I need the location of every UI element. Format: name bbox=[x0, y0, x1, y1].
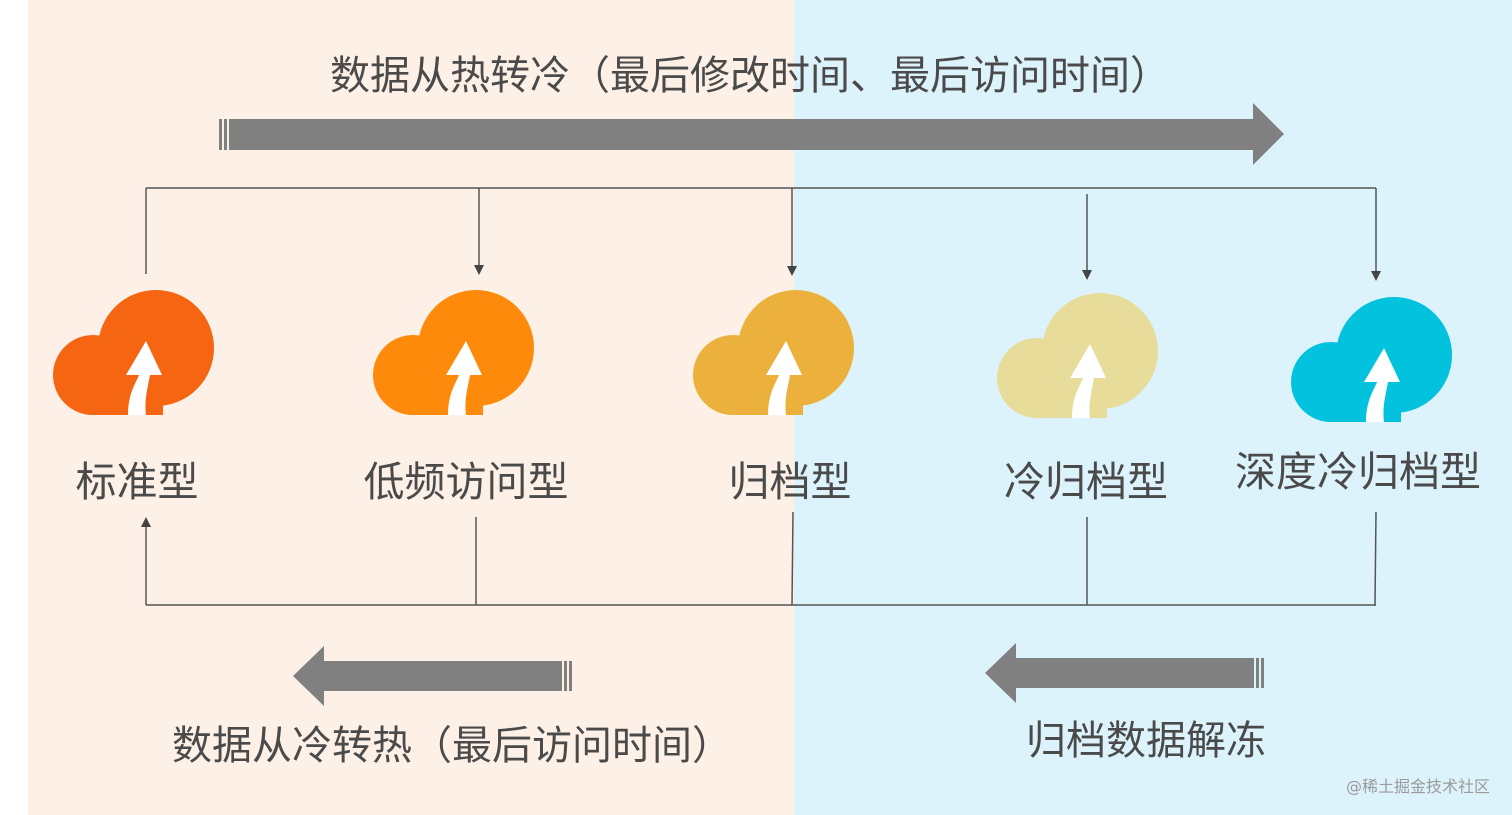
hot-to-cold-caption: 数据从热转冷（最后修改时间、最后访问时间） bbox=[330, 53, 1170, 99]
tier-label-archive: 归档型 bbox=[728, 458, 852, 506]
cloud-upload-icon bbox=[997, 293, 1158, 418]
hot-to-cold-arrow bbox=[219, 103, 1284, 165]
tier-label-cold-archive: 冷归档型 bbox=[1004, 458, 1168, 506]
cold-to-hot-arrow bbox=[293, 646, 572, 706]
thaw-caption: 归档数据解冻 bbox=[1026, 718, 1266, 764]
bottom-connectors bbox=[141, 511, 1377, 606]
cloud-upload-icon bbox=[693, 290, 854, 415]
cloud-upload-icon bbox=[53, 290, 214, 415]
tier-label-standard: 标准型 bbox=[75, 458, 199, 506]
top-connectors bbox=[145, 187, 1381, 281]
cloud-upload-icon bbox=[1291, 297, 1452, 422]
cloud-upload-icon bbox=[373, 290, 534, 415]
tier-label-infrequent: 低频访问型 bbox=[363, 458, 569, 506]
tier-label-deep-cold-archive: 深度冷归档型 bbox=[1235, 448, 1481, 496]
thaw-arrow bbox=[985, 643, 1264, 703]
cold-to-hot-caption: 数据从冷转热（最后访问时间） bbox=[172, 723, 732, 769]
watermark: @稀土掘金技术社区 bbox=[1345, 777, 1490, 796]
